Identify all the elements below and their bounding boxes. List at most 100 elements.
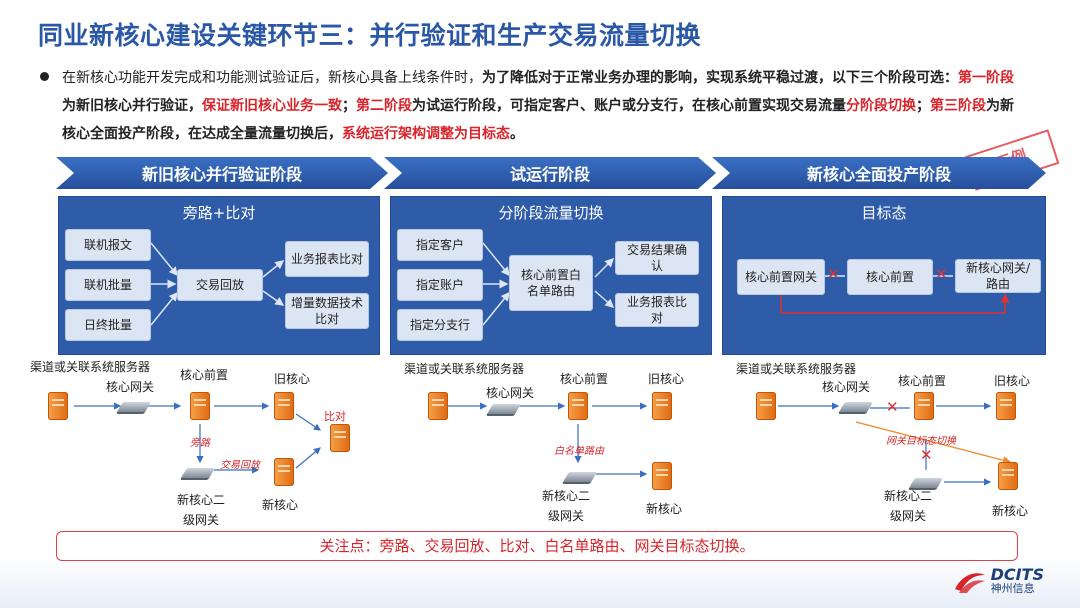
input-box: 指定客户 [397, 229, 483, 261]
phase2-arrows [482, 242, 615, 326]
compare-server-icon [330, 424, 350, 452]
new-gateway-label: 新核心二级网关 [541, 489, 590, 523]
gateway-label: 核心网关 [822, 380, 871, 394]
paragraph-segment: 保证新旧核心业务一致 [202, 98, 342, 114]
paragraph-segment: ； [916, 98, 930, 114]
paragraph-segment: 第二阶段 [356, 98, 412, 114]
channel-server-icon [48, 392, 68, 420]
paragraph-segment: 为了降低对于正常业务办理的影响，实现系统平稳过渡，以下三个阶段可选： [482, 70, 958, 86]
node-box: 核心前置 [847, 259, 933, 295]
new-core-label: 新核心 [646, 502, 683, 516]
front-label: 核心前置 [898, 374, 947, 388]
blocked-x-icon: ✕ [935, 265, 948, 283]
channel-server-icon [756, 392, 776, 420]
phase1-network-lines [74, 402, 321, 474]
phase1-panel-title: 旁路+比对 [182, 204, 256, 222]
old-core-label: 旧核心 [994, 374, 1031, 388]
old-core-server-icon [652, 392, 672, 420]
gateway-label: 核心网关 [106, 380, 155, 394]
front-server-icon [568, 392, 588, 420]
output-box: 增量数据技术比对 [285, 293, 369, 329]
output-box: 交易结果确认 [615, 241, 699, 275]
new-gateway-switch-icon [563, 472, 597, 482]
input-box: 指定账户 [397, 269, 483, 301]
old-core-label: 旧核心 [274, 372, 311, 386]
new-gateway-label: 新核心二级网关 [176, 493, 225, 527]
phase2-network-lines [446, 402, 648, 478]
logo-sub-text: 神州信息 [990, 582, 1035, 595]
node-box: 核心前置网关 [737, 259, 825, 295]
gateway-switch-icon [117, 402, 151, 412]
whitelist-label: 白名单路由 [554, 446, 604, 457]
phase2-header: 试运行阶段 [384, 157, 716, 189]
paragraph-segment: 在新核心功能开发完成和功能测试验证后，新核心具备上线条件时， [62, 70, 482, 86]
phase2-panel: 分阶段流量切换 指定客户 指定账户 指定分支行 核心前置白名单路由 交易结果确认… [390, 196, 712, 355]
channel-label: 渠道或关联系统服务器 [736, 362, 857, 376]
focus-note: 关注点：旁路、交易回放、比对、白名单路由、网关目标态切换。 [56, 531, 1018, 561]
input-box: 联机报文 [65, 229, 151, 261]
logo-main-text: DCITS [990, 565, 1044, 584]
new-core-server-icon [998, 462, 1018, 490]
paragraph-segment: 为试运行阶段，可指定客户、账户或分支行，在核心前置实现交易流量 [412, 98, 846, 114]
phase3-arrows [780, 275, 1010, 314]
gateway-switch-icon [487, 404, 521, 414]
middle-box: 交易回放 [177, 269, 263, 301]
company-logo: DCITS 神州信息 [953, 565, 1044, 596]
footer-band [0, 556, 1080, 608]
page-title: 同业新核心建设关键环节三：并行验证和生产交易流量切换 [38, 21, 702, 50]
channel-label: 渠道或关联系统服务器 [30, 360, 151, 374]
node-box: 新核心网关/路由 [955, 259, 1041, 293]
output-box: 业务报表比对 [615, 293, 699, 327]
gateway-switch-icon [839, 402, 873, 412]
phase1-panel: 旁路+比对 联机报文 联机批量 日终批量 交易回放 业务报表比对 增量数据技术比… [58, 196, 380, 355]
blocked-x-icon: ✕ [920, 446, 933, 464]
compare-label: 比对 [324, 410, 346, 423]
bypass-label: 旁路 [190, 438, 210, 449]
phase2-panel-title: 分阶段流量切换 [498, 204, 604, 222]
paragraph-segment: 第三阶段 [930, 98, 986, 114]
front-server-icon [190, 392, 210, 420]
blocked-x-icon: ✕ [827, 265, 840, 283]
front-label: 核心前置 [180, 368, 229, 382]
paragraph-segment: 分阶段切换 [846, 98, 916, 114]
phase3-panel-title: 目标态 [861, 204, 907, 222]
front-label: 核心前置 [560, 372, 609, 386]
paragraph-segment: 为新旧核心并行验证， [62, 98, 202, 114]
old-core-label: 旧核心 [648, 372, 685, 386]
input-box: 日终批量 [65, 309, 151, 341]
new-core-server-icon [274, 458, 294, 486]
logo-swoosh-icon [954, 573, 985, 593]
old-core-server-icon [996, 392, 1016, 420]
phase1-network: 渠道或关联系统服务器 核心网关 核心前置 旧核心 比对 旁路 交易回放 新核心二… [28, 358, 372, 528]
phase1-header: 新旧核心并行验证阶段 [56, 157, 388, 189]
output-box: 业务报表比对 [285, 241, 369, 277]
phase3-network-lines [778, 402, 1012, 486]
intro-paragraph: 在新核心功能开发完成和功能测试验证后，新核心具备上线条件时，为了降低对于正常业务… [62, 64, 1022, 148]
phase3-network: 渠道或关联系统服务器 核心网关 ✕ 核心前置 旧核心 网关目标态切换 ✕ 新核心… [734, 358, 1046, 528]
new-gateway-label: 新核心二级网关 [883, 489, 932, 523]
new-core-label: 新核心 [992, 504, 1029, 518]
paragraph-segment: 系统运行架构调整为目标态 [342, 126, 510, 142]
new-gateway-switch-icon [181, 468, 215, 478]
new-core-label: 新核心 [262, 498, 299, 512]
front-server-icon [914, 392, 934, 420]
paragraph-segment: 为新核心全面投产阶段，在达成全量流量切换后， [62, 98, 1014, 142]
input-box: 指定分支行 [397, 309, 483, 341]
middle-box: 核心前置白名单路由 [509, 255, 593, 311]
new-core-server-icon [652, 462, 672, 490]
phase3-header: 新核心全面投产阶段 [712, 157, 1046, 189]
channel-label: 渠道或关联系统服务器 [404, 362, 525, 376]
old-core-server-icon [274, 392, 294, 420]
gateway-label: 核心网关 [486, 386, 535, 400]
channel-server-icon [428, 392, 448, 420]
paragraph-segment: 第一阶段 [958, 70, 1014, 86]
phase3-panel: 目标态 核心前置网关 ✕ 核心前置 ✕ 新核心网关/路由 [722, 196, 1046, 355]
gw-switch-label: 网关目标态切换 [886, 436, 956, 447]
phase2-network: 渠道或关联系统服务器 核心网关 核心前置 旧核心 白名单路由 新核心二级网关 新… [402, 358, 712, 528]
input-box: 联机批量 [65, 269, 151, 301]
paragraph-segment: ； [342, 98, 356, 114]
replay-label: 交易回放 [220, 460, 260, 471]
bullet-dot [40, 72, 49, 81]
blocked-x-icon: ✕ [886, 398, 899, 416]
paragraph-segment: 。 [510, 126, 524, 142]
